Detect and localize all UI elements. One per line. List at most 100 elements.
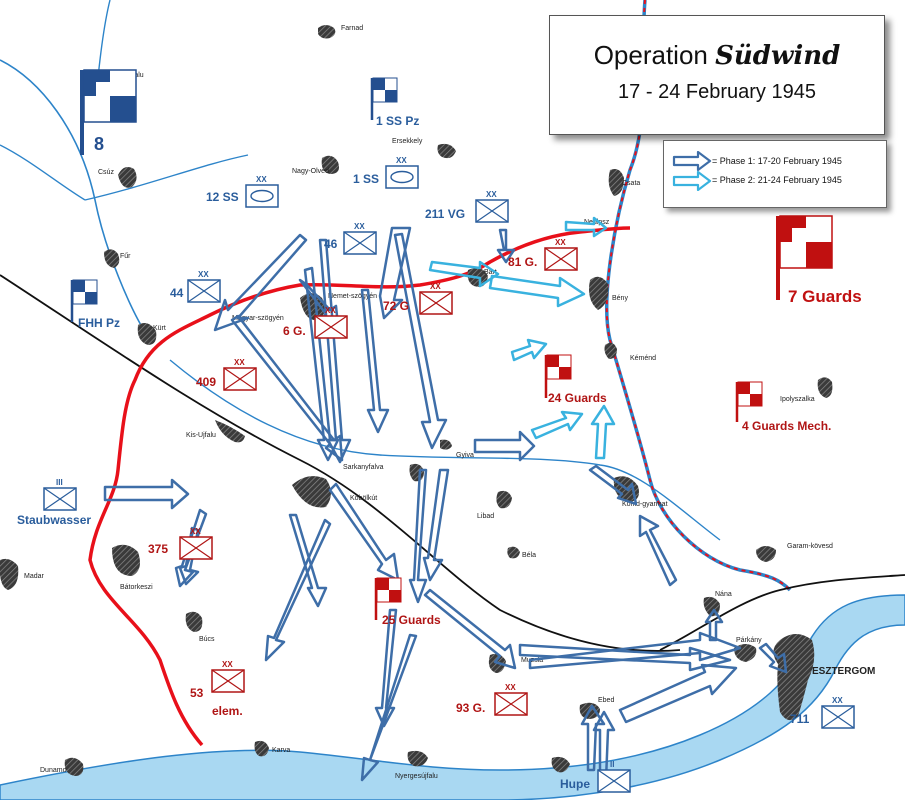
town-label: Ersekkely: [392, 138, 423, 145]
town-label: Sarkanyfalva: [343, 464, 384, 471]
town-label: Ebed: [598, 697, 614, 704]
town-label: Gyiva: [456, 452, 474, 459]
town-label: Bart: [484, 269, 497, 276]
svg-text:XX: XX: [486, 190, 497, 199]
svg-text:711: 711: [790, 712, 810, 726]
svg-text:XX: XX: [832, 696, 843, 705]
town-label: Karva: [272, 747, 290, 754]
phase2-arrows: [428, 216, 616, 460]
svg-text:Staubwasser: Staubwasser: [17, 513, 91, 527]
svg-text:1 SS: 1 SS: [353, 172, 379, 186]
legend-phase1: = Phase 1: 17-20 February 1945: [712, 156, 842, 166]
title-box: Operation Südwind 17 - 24 February 1945: [549, 15, 885, 135]
town-label: Csata: [622, 180, 640, 187]
svg-text:44: 44: [170, 286, 184, 300]
svg-text:53: 53: [190, 686, 204, 700]
town-label: Nemet-szögyén: [328, 293, 377, 300]
town-label: Párkány: [736, 637, 762, 644]
town-label: Garam-kövesd: [787, 543, 833, 550]
svg-text:XX: XX: [555, 238, 566, 247]
operation-title: Operation Südwind: [593, 40, 841, 71]
town-label: Farnad: [341, 25, 363, 32]
division-81-g: XX 81 G.: [508, 238, 578, 271]
svg-text:409: 409: [196, 375, 216, 389]
front-line: [88, 226, 631, 747]
battalion-hupe: II Hupe: [560, 760, 631, 793]
town-label: Bátorkeszi: [120, 584, 153, 591]
legend-phase2: = Phase 2: 21-24 February 1945: [712, 175, 842, 185]
town-label: Kürt: [153, 325, 166, 332]
division-72-g: XX 72 G: [383, 282, 453, 315]
svg-text:81 G.: 81 G.: [508, 255, 537, 269]
svg-text:72 G: 72 G: [383, 299, 409, 313]
division-409: XX 409: [196, 358, 257, 391]
town-label: Dunamo: [40, 767, 67, 774]
svg-text:12 SS: 12 SS: [206, 190, 239, 204]
svg-text:II: II: [610, 760, 614, 769]
tributary-river: [0, 59, 151, 341]
svg-text:XX: XX: [234, 358, 245, 367]
corps-label: FHH Pz: [78, 316, 120, 330]
town-label: Köhid-gyarmat: [622, 501, 668, 508]
division-12-ss: XX 12 SS: [206, 175, 279, 208]
svg-text:XX: XX: [505, 683, 516, 692]
tributary-river: [84, 154, 249, 201]
svg-text:211 VG: 211 VG: [425, 207, 465, 221]
town-label: Magyar-szögyén: [232, 315, 284, 322]
corps-flag-1-ss-pz: 1 SS Pz: [370, 77, 419, 128]
svg-text:XX: XX: [396, 156, 407, 165]
division-53-elem: XX 53 elem.: [190, 660, 245, 718]
legend: = Phase 1: 17-20 February 1945 = Phase 2…: [663, 140, 887, 208]
corps-label: 25 Guards: [382, 613, 441, 627]
svg-text:XX: XX: [354, 222, 365, 231]
svg-text:46: 46: [324, 237, 338, 251]
svg-text:III: III: [56, 478, 63, 487]
svg-text:XX: XX: [256, 175, 267, 184]
svg-text:elem.: elem.: [212, 704, 243, 718]
division-46: XX 46: [324, 222, 377, 255]
railway: [0, 274, 681, 652]
army-flag-8: 8: [80, 69, 137, 155]
division-711: XX 711: [790, 696, 855, 729]
town-label: Köbölkút: [350, 495, 377, 502]
division-375: XX 375: [148, 527, 213, 560]
division-93-g: XX 93 G.: [456, 683, 528, 716]
phase1-arrow-icon: [672, 151, 712, 171]
corps-flag-4-guards-mech: 4 Guards Mech.: [735, 381, 831, 433]
town-label: Nána: [715, 591, 732, 598]
town-label: Béla: [522, 552, 536, 559]
corps-flag-25-guards: 25 Guards: [374, 577, 441, 627]
svg-text:XX: XX: [198, 270, 209, 279]
svg-text:XX: XX: [190, 527, 201, 536]
town-label: Bény: [612, 295, 628, 302]
tributary-river: [0, 144, 86, 201]
operation-dates: 17 - 24 February 1945: [618, 81, 816, 103]
army-label: 7 Guards: [788, 287, 862, 306]
division-211-vg: XX 211 VG: [425, 190, 509, 223]
town-label: Ipolyszalka: [780, 396, 815, 403]
town-label: Kéménd: [630, 355, 656, 362]
svg-text:Hupe: Hupe: [560, 777, 590, 791]
town-markers: [0, 25, 833, 776]
railway: [659, 574, 905, 651]
town-label: Nyergesújfalu: [395, 773, 438, 780]
phase2-arrow-icon: [672, 171, 712, 191]
division-6-g: XX 6 G.: [283, 306, 348, 339]
corps-label: 1 SS Pz: [376, 114, 419, 128]
town-label: Nedlpsz: [584, 219, 610, 226]
svg-text:XX: XX: [222, 660, 233, 669]
town-label: Fűr: [120, 253, 131, 260]
town-label: Libad: [477, 513, 494, 520]
corps-label: 4 Guards Mech.: [742, 419, 831, 433]
army-flag-7-guards: 7 Guards: [776, 215, 862, 306]
svg-text:93 G.: 93 G.: [456, 701, 485, 715]
town-label: Kis-Ujfalu: [186, 432, 216, 439]
town-label: ESZTERGOM: [812, 666, 875, 677]
svg-text:375: 375: [148, 542, 168, 556]
corps-flag-24-guards: 24 Guards: [544, 354, 607, 405]
division-44: XX 44: [170, 270, 221, 303]
town-label: Csúz: [98, 169, 114, 176]
svg-text:XX: XX: [430, 282, 441, 291]
svg-text:XX: XX: [325, 306, 336, 315]
regiment-staubwasser: III Staubwasser: [17, 478, 91, 527]
